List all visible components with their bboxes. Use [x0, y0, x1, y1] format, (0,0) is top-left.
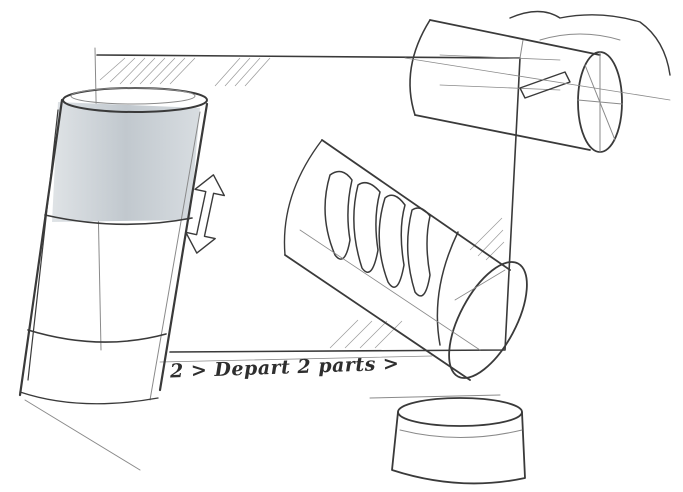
tall-glass-cylinder — [20, 88, 207, 470]
base-cylinder — [370, 395, 525, 483]
handheld-cylinder — [405, 12, 670, 153]
